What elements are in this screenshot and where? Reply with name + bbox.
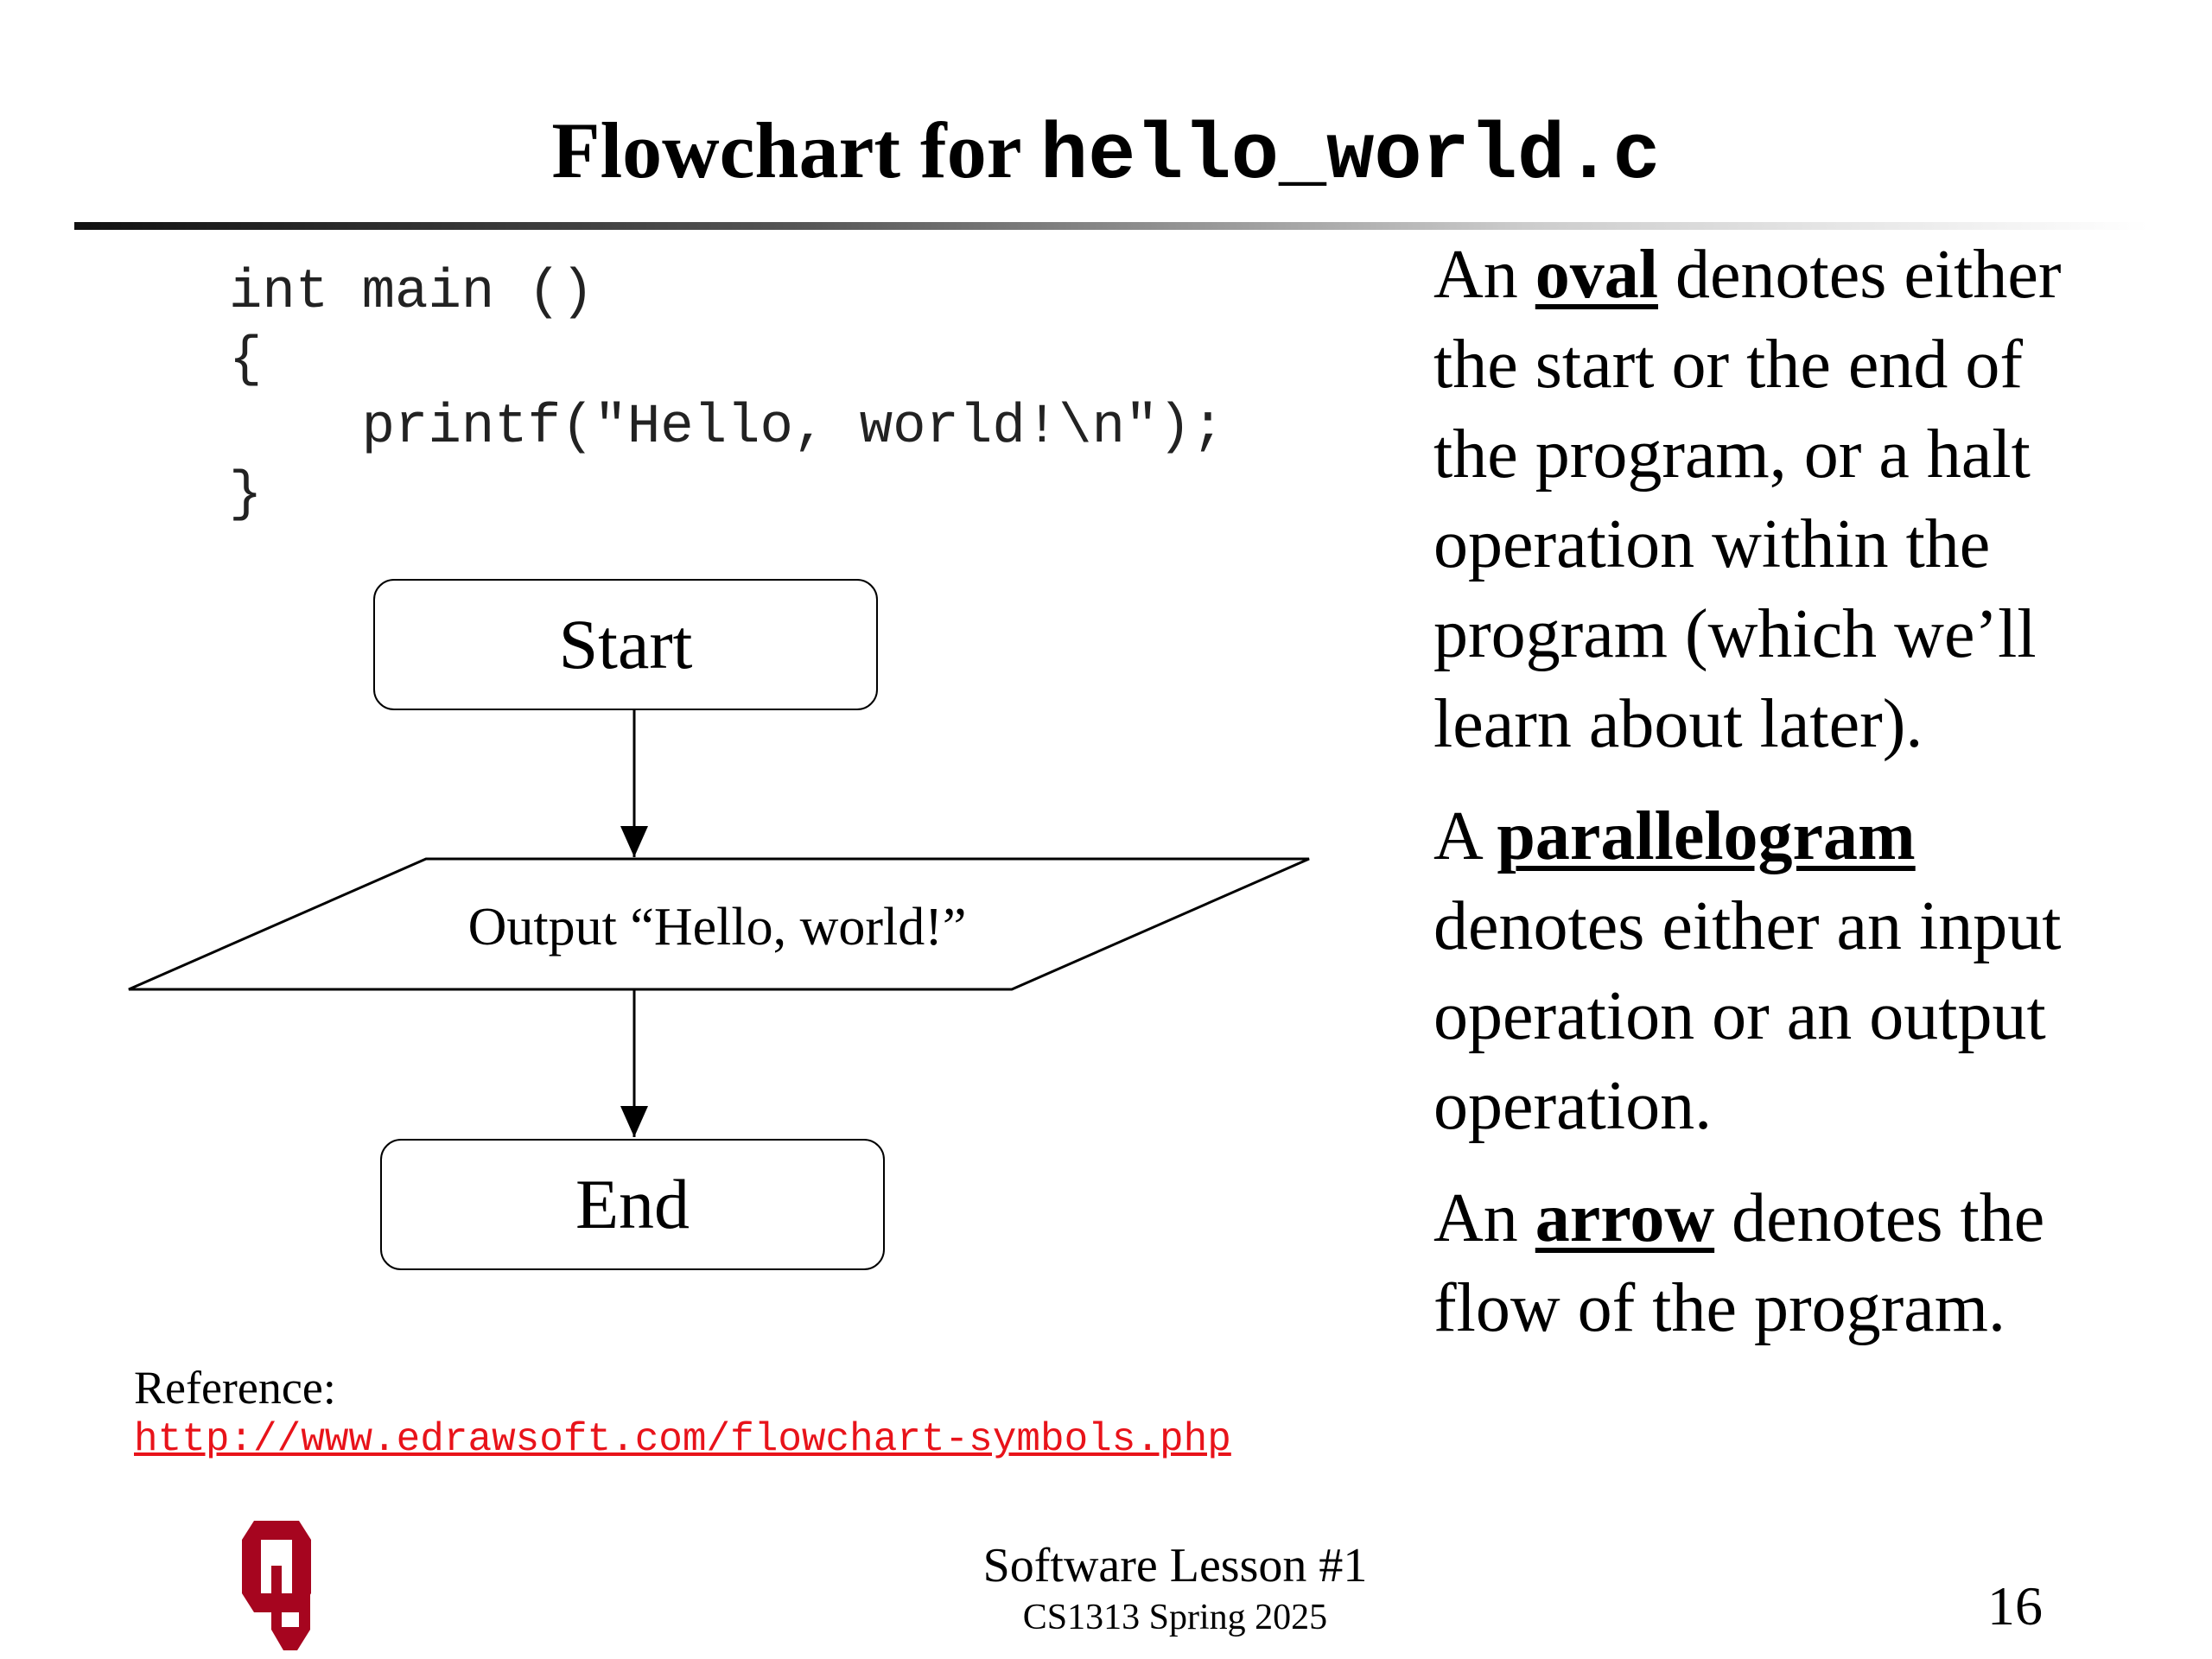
io-parallelogram (128, 857, 1310, 991)
text-line: operation. (1433, 1068, 1713, 1144)
text: denotes either (1658, 237, 2062, 313)
title-prefix: Flowchart for (551, 106, 1040, 194)
title-filename: hello_world.c (1039, 111, 1661, 201)
text-line: operation or an output (1433, 978, 2046, 1054)
footer-course: CS1313 Spring 2025 (1022, 1598, 1328, 1637)
term-arrow: arrow (1535, 1180, 1715, 1256)
term-oval: oval (1535, 237, 1659, 313)
text: An (1433, 1180, 1535, 1256)
parallelogram-explanation: A parallelogram denotes either an input … (1433, 791, 2062, 1151)
code-block: int main (){ printf("Hello, world!\n");} (229, 259, 1224, 529)
io-label: Output “Hello, world!” (467, 898, 967, 957)
code-line: { (229, 329, 263, 391)
term-parallelogram: parallelogram (1497, 798, 1916, 874)
text-line: the program, or a halt (1433, 416, 2031, 493)
symbol-explanations: An oval denotes either the start or the … (1433, 230, 2062, 1376)
text: denotes the (1714, 1180, 2045, 1256)
slide-title: Flowchart for hello_world.c (0, 111, 2212, 196)
start-label: Start (558, 605, 693, 683)
start-terminal: Start (373, 579, 878, 710)
arrowhead (620, 826, 648, 857)
text-line: denotes either an input (1433, 888, 2062, 964)
text-line: flow of the program. (1433, 1270, 2006, 1346)
end-label: End (575, 1165, 690, 1243)
code-line: int main () (229, 262, 594, 324)
footer-lesson: Software Lesson #1 (982, 1539, 1368, 1592)
text-line: the start or the end of (1433, 327, 2023, 403)
code-line: } (229, 464, 263, 526)
text: A (1433, 798, 1497, 874)
ou-logo-icon (242, 1521, 311, 1650)
page-number: 16 (1987, 1575, 2043, 1637)
code-line: printf("Hello, world!\n"); (229, 397, 1225, 459)
reference-link[interactable]: http://www.edrawsoft.com/flowchart-symbo… (134, 1417, 1231, 1462)
text-line: program (which we’ll (1433, 596, 2037, 672)
text: An (1433, 237, 1535, 313)
title-divider (74, 222, 2148, 230)
arrowhead (620, 1106, 648, 1137)
end-terminal: End (380, 1139, 885, 1270)
reference-label: Reference: (134, 1362, 336, 1414)
arrow-explanation: An arrow denotes the flow of the program… (1433, 1173, 2062, 1353)
oval-explanation: An oval denotes either the start or the … (1433, 230, 2062, 769)
text-line: learn about later). (1433, 686, 1923, 762)
text-line: operation within the (1433, 506, 1991, 582)
